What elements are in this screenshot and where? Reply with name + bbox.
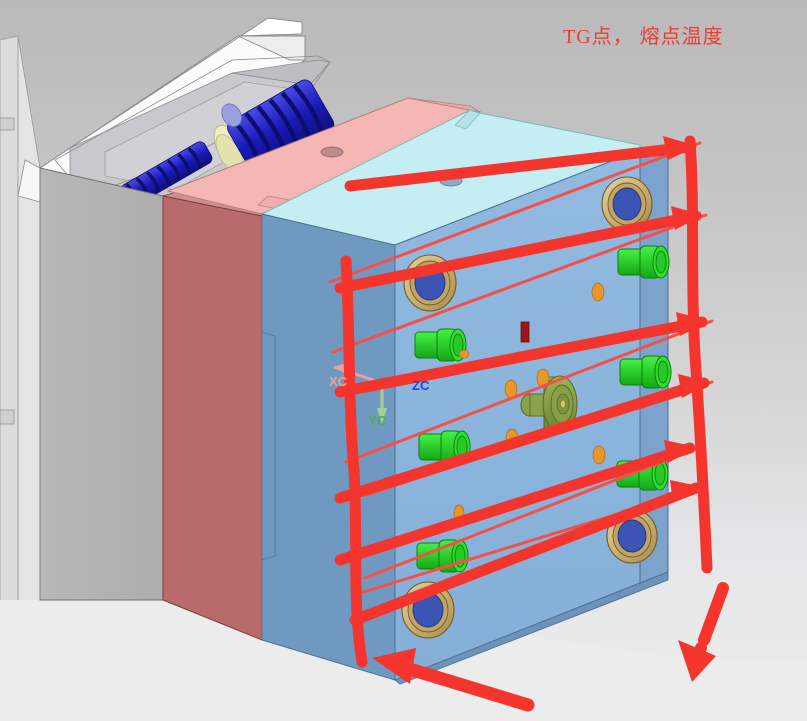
machine-backdrop <box>0 35 41 613</box>
axis-label-xc: XC <box>329 374 348 389</box>
red-support-plate <box>162 185 263 641</box>
ejector-holes <box>453 282 606 522</box>
datum-marker <box>520 321 530 343</box>
right-vertical-guide <box>684 135 713 574</box>
axis-label-yc: YC <box>368 413 387 428</box>
axis-label-zc: ZC <box>412 378 430 393</box>
pink-spacer-plate <box>166 97 482 215</box>
left-vertical-guide <box>340 255 368 668</box>
annotation-text: TG点， 熔点温度 <box>563 26 724 48</box>
thick-arrows <box>334 141 710 626</box>
sprue-bushing <box>520 375 578 433</box>
bottom-right-down-arrow <box>678 582 729 682</box>
bottom-left-arrow <box>372 648 535 712</box>
markup-overlay <box>328 135 729 712</box>
